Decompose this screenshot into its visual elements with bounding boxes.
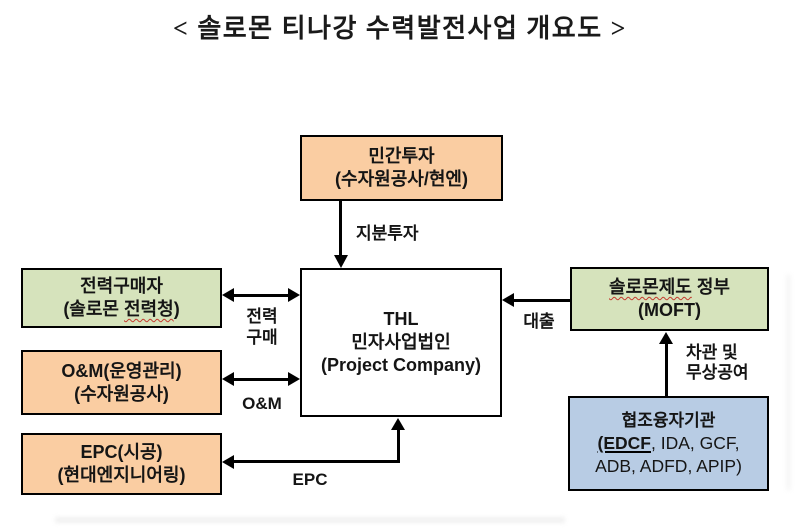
scan-artifact [55,517,565,523]
node-government-line1: 솔로몬제도 정부 [609,276,730,299]
node-government: 솔로몬제도 정부 (MOFT) [570,267,769,331]
node-private-investment-line2: (수자원공사/현엔) [335,169,468,189]
loan-arrow-line [514,299,570,302]
node-epc: EPC(시공) (현대엔지니어링) [21,433,222,495]
power-arrowhead-right-icon [288,288,300,302]
node-project-company-line3: (Project Company) [320,355,482,375]
epc-arrowhead-left-icon [222,455,234,469]
cofinanciers-list-text: , IDA, GCF, [650,433,740,453]
node-cofinanciers-line3: ADB, ADFD, APIP) [595,456,742,476]
node-project-company-line1: THL [383,309,419,329]
node-cofinanciers-line2: (EDCF, IDA, GCF, [598,432,740,455]
epc-arrow-vline [397,429,400,462]
node-project-company: THL 민자사업법인 (Project Company) [300,268,502,417]
node-epc-line1: EPC(시공) [80,442,163,462]
power-buyer-text: (솔로몬 [63,299,124,319]
node-power-buyer: 전력구매자 (솔로몬 전력청) [21,268,222,328]
node-private-investment-line1: 민간투자 [368,146,435,166]
epc-arrow-label: EPC [292,470,328,489]
power-arrow-line [233,294,289,297]
node-private-investment: 민간투자 (수자원공사/현엔) [300,135,503,201]
node-cofinanciers-line1: 협조융자기관 [621,411,716,430]
page-title: < 솔로몬 티나강 수력발전사업 개요도 > [173,14,627,43]
power-arrowhead-left-icon [222,288,234,302]
om-arrowhead-left-icon [222,372,234,386]
om-arrowhead-right-icon [288,372,300,386]
om-arrow-label: O&M [242,394,282,413]
power-buyer-spellcheck-text: 전력청 [124,299,174,319]
node-power-buyer-line1: 전력구매자 [80,276,163,296]
node-om-line2: (수자원공사) [74,383,169,404]
node-project-company-line2: 민자사업법인 [351,332,451,352]
node-om: O&M(운영관리) (수자원공사) [21,350,222,415]
government-spellcheck-text: 솔로몬제도 [609,277,692,297]
power-arrow-label: 전력 구매 [228,306,296,348]
epc-arrow-hline [233,460,400,463]
epc-arrowhead-up-icon [391,418,405,430]
grant-arrow-line [665,343,668,396]
grant-arrow-label-line1: 차관 및 [686,343,738,362]
equity-arrow-line [339,201,342,255]
equity-arrow-label: 지분투자 [356,224,419,243]
grant-arrowhead-up-icon [659,332,673,344]
node-government-line2: (MOFT) [638,300,701,320]
om-arrow-line [233,378,289,381]
power-arrow-label-line1: 전력 [246,307,278,326]
node-om-line1: O&M(운영관리) [61,360,182,381]
power-buyer-paren: ) [173,299,180,319]
node-epc-line2: (현대엔지니어링) [57,465,186,485]
grant-arrow-label-line2: 무상공여 [686,363,749,382]
power-arrow-label-line2: 구매 [246,328,278,347]
node-power-buyer-line2: (솔로몬 전력청) [63,298,179,321]
government-text: 정부 [691,277,730,297]
node-cofinanciers: 협조융자기관 (EDCF, IDA, GCF, ADB, ADFD, APIP) [568,396,769,491]
equity-arrowhead-down-icon [334,255,348,268]
grant-arrow-label: 차관 및 무상공여 [686,343,749,383]
loan-arrowhead-left-icon [502,293,514,307]
scan-artifact [786,275,791,490]
loan-arrow-label: 대출 [523,312,555,331]
edcf-underlined-text: (EDCF [597,433,651,453]
